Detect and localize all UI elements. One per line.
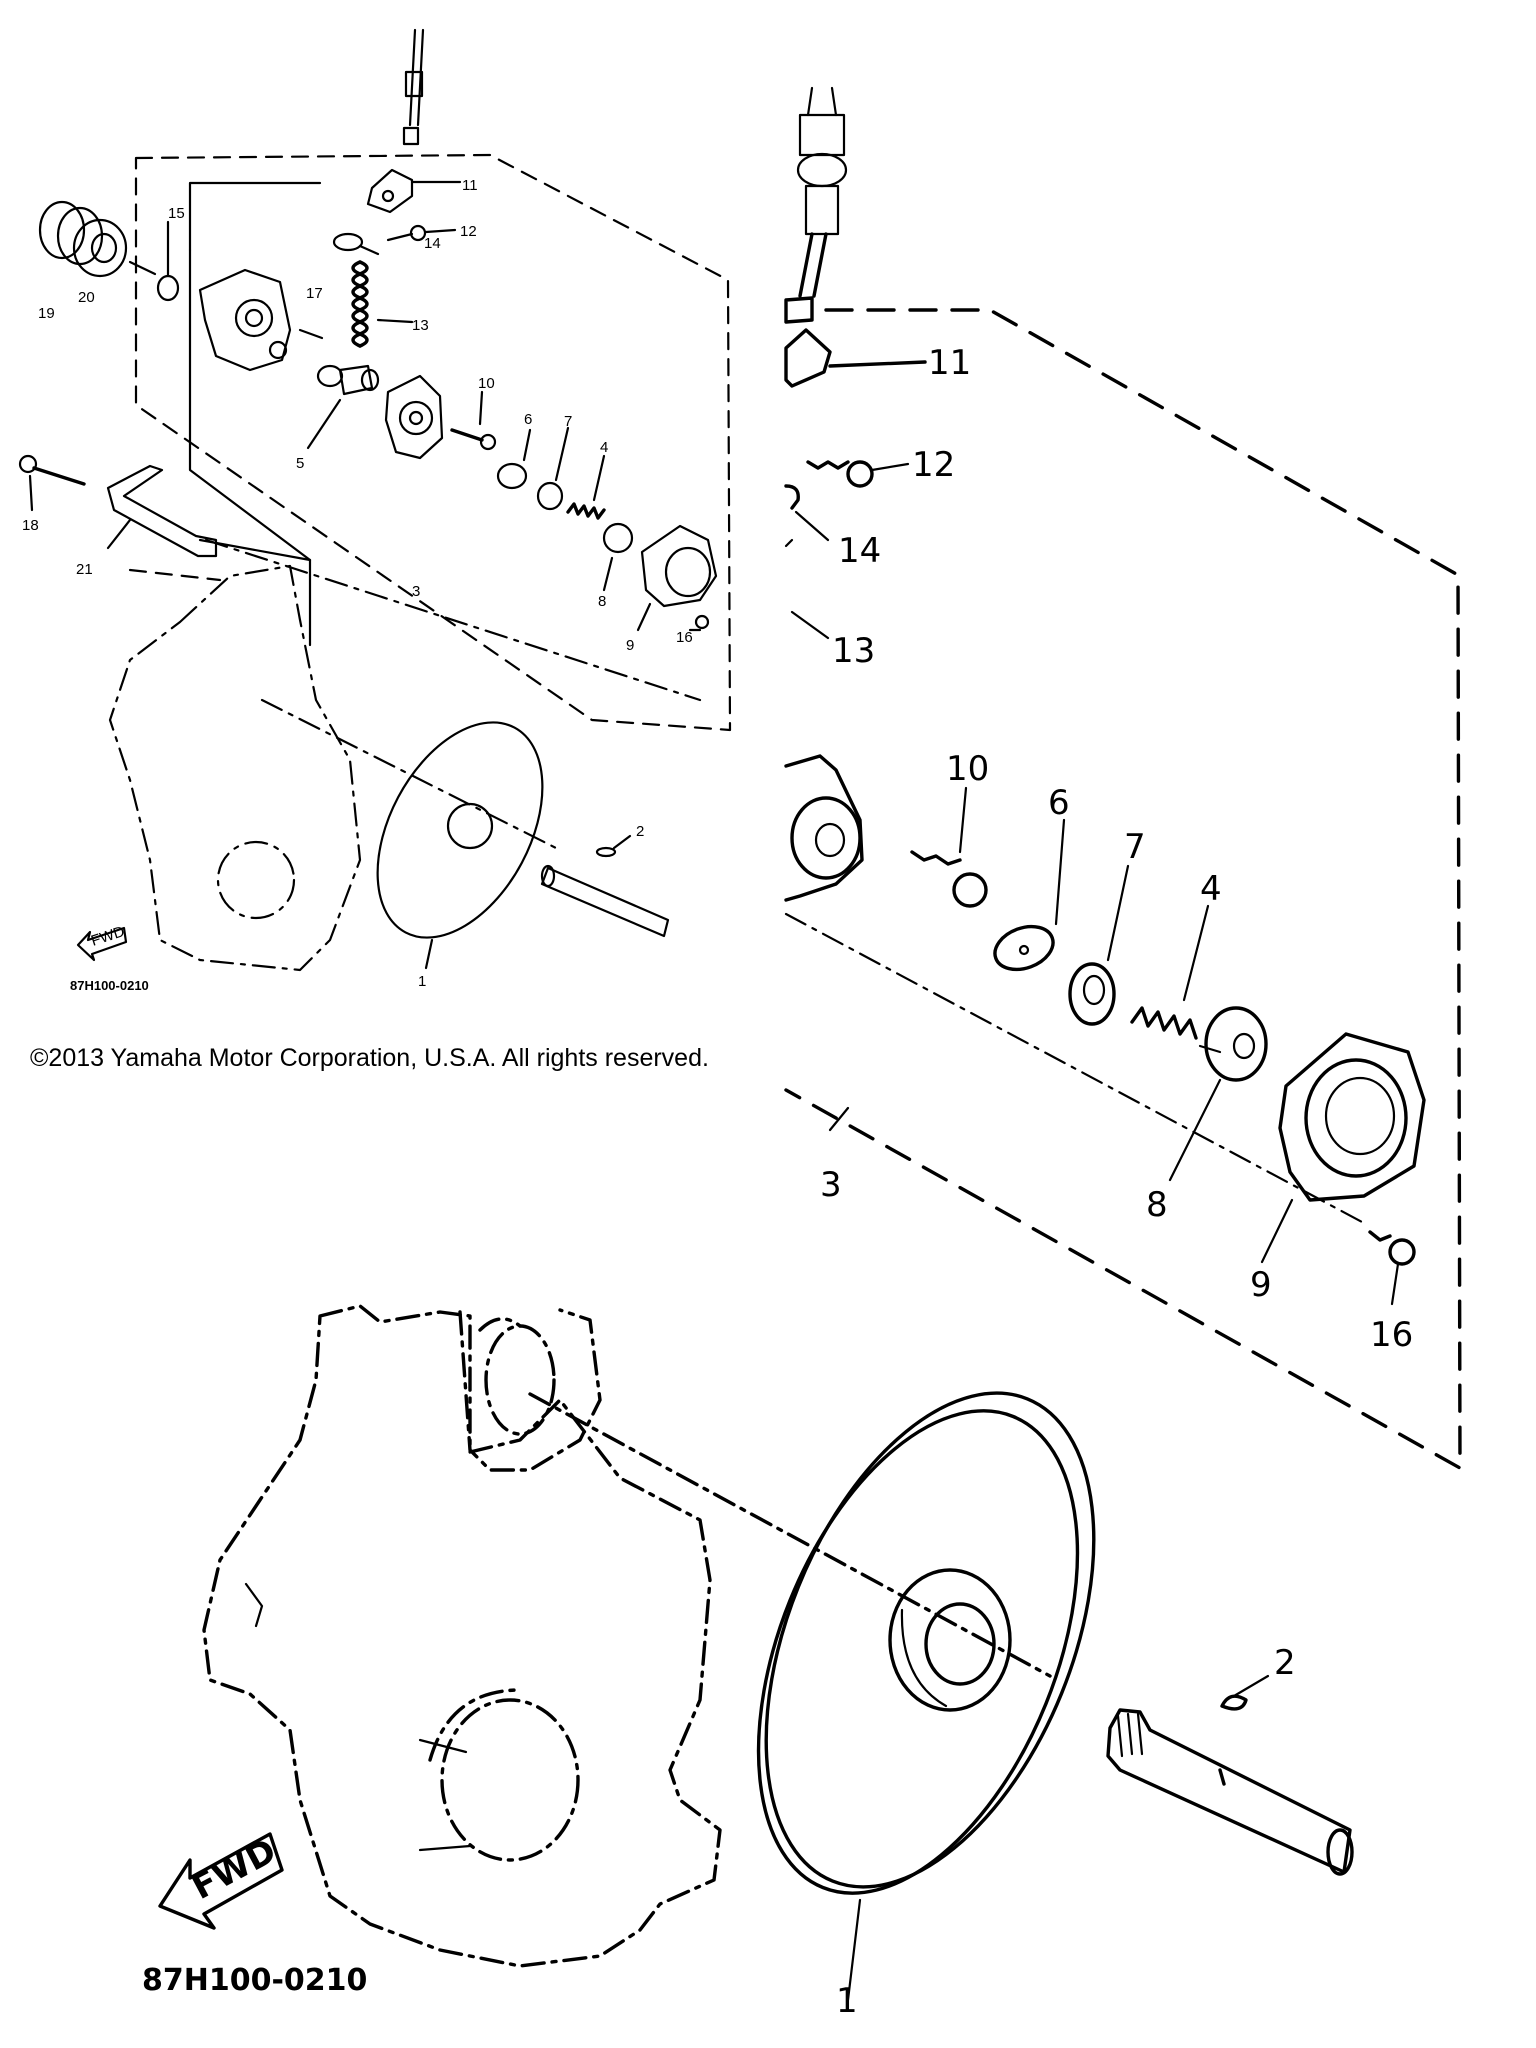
part-4-spring: [566, 502, 606, 520]
label-13: 13: [412, 317, 429, 334]
part-4-detail: [1130, 1006, 1198, 1040]
label-1: 1: [418, 973, 426, 990]
part-9-cover: [636, 524, 718, 632]
label-15: 15: [168, 205, 185, 222]
label-10: 10: [478, 375, 495, 392]
pulley-disc-overview: [376, 721, 544, 970]
part-6-washer: [496, 462, 528, 490]
cable-detail: [784, 86, 848, 324]
part-7-clip: [536, 481, 564, 511]
engine-case-overview: [108, 564, 362, 972]
label-18: 18: [22, 517, 39, 534]
governor-plate: [384, 374, 444, 460]
detail-lower: FWD 2 1 87H100-0210: [142, 1304, 1354, 2021]
part-19-20-cups: [38, 200, 157, 278]
part-17-pin: [298, 328, 324, 340]
shaft-overview: [540, 864, 670, 938]
part-10-bolt: [450, 390, 497, 451]
part-12-bolt: [386, 224, 457, 242]
part-8-detail: [1168, 1006, 1268, 1182]
label-12: 12: [460, 223, 477, 240]
throttle-cable: [402, 28, 425, 146]
governor-housing: [198, 268, 292, 372]
pulley-disc-detail: [756, 1391, 1096, 2002]
subassembly-boundary: [134, 153, 732, 732]
label-detail-3: 3: [820, 1165, 842, 1205]
label-detail-6: 6: [1048, 783, 1070, 823]
subassembly-boundary-detail: [784, 308, 1462, 1470]
label-6: 6: [524, 411, 532, 428]
label-5: 5: [296, 455, 304, 472]
fwd-label-overview: FWD: [89, 923, 127, 950]
label-detail-16: 16: [1370, 1315, 1413, 1355]
part-8-collar: [602, 522, 634, 554]
part-16-detail: [1368, 1230, 1416, 1306]
label-4: 4: [600, 439, 608, 456]
label-8: 8: [598, 593, 606, 610]
shaft-detail: [1106, 1708, 1354, 1876]
part-9-detail: [1260, 1032, 1426, 1264]
part-12-detail: [806, 460, 910, 488]
part-6-detail: [993, 924, 1055, 972]
label-detail-14: 14: [838, 531, 881, 571]
label-3: 3: [412, 583, 420, 600]
diagram-code-overview: 87H100-0210: [70, 978, 149, 993]
engine-case-detail: [202, 1304, 722, 1968]
label-detail-9: 9: [1250, 1265, 1272, 1305]
part-2-key-overview: [595, 846, 617, 858]
label-19: 19: [38, 305, 55, 322]
label-detail-8: 8: [1146, 1185, 1168, 1225]
label-detail-7: 7: [1124, 827, 1146, 867]
label-14: 14: [424, 235, 441, 252]
label-2: 2: [636, 823, 644, 840]
part-21-bracket: [106, 464, 218, 558]
label-detail-4: 4: [1200, 869, 1222, 909]
label-detail-10: 10: [946, 749, 989, 789]
label-7: 7: [564, 413, 572, 430]
part-7-detail: [1068, 864, 1130, 1026]
part-10-detail: [910, 786, 988, 908]
diagram-code-detail: 87H100-0210: [142, 1963, 367, 1998]
part-16-bolt: [694, 614, 710, 630]
part-18-bolt: [18, 454, 86, 512]
label-detail-12: 12: [912, 445, 955, 485]
part-5-shaft: [306, 364, 380, 450]
part-14-detail: [784, 484, 800, 510]
mount-block: [458, 1308, 602, 1472]
label-detail-2: 2: [1274, 1643, 1296, 1683]
label-detail-11: 11: [928, 343, 971, 383]
overview-diagram: FWD 11 12 14 13 15 17 19 20 10 6 7 4 5 1…: [18, 28, 732, 993]
part-13-spring: [351, 260, 414, 348]
label-17: 17: [306, 285, 323, 302]
detail-upper-right: 11 12 14 13 10 6 7 4 3 8 9 16: [784, 86, 1462, 1470]
label-16: 16: [676, 629, 693, 646]
label-detail-13: 13: [832, 631, 875, 671]
bore-circle: [440, 1698, 580, 1862]
part-2-key-detail: [1220, 1674, 1270, 1711]
label-9: 9: [626, 637, 634, 654]
label-21: 21: [76, 561, 93, 578]
copyright-notice: ©2013 Yamaha Motor Corporation, U.S.A. A…: [30, 1044, 709, 1072]
fwd-arrow-overview: FWD: [76, 923, 128, 962]
label-20: 20: [78, 289, 95, 306]
part-11-bracket: [366, 168, 462, 214]
part-15-washer: [156, 220, 180, 302]
part-14-collar: [332, 232, 364, 252]
fwd-arrow-detail: FWD: [158, 1831, 284, 1930]
label-11: 11: [462, 177, 478, 194]
label-detail-1: 1: [836, 1981, 858, 2021]
part-11-detail: [784, 328, 927, 388]
governor-plate-detail: [784, 754, 864, 902]
